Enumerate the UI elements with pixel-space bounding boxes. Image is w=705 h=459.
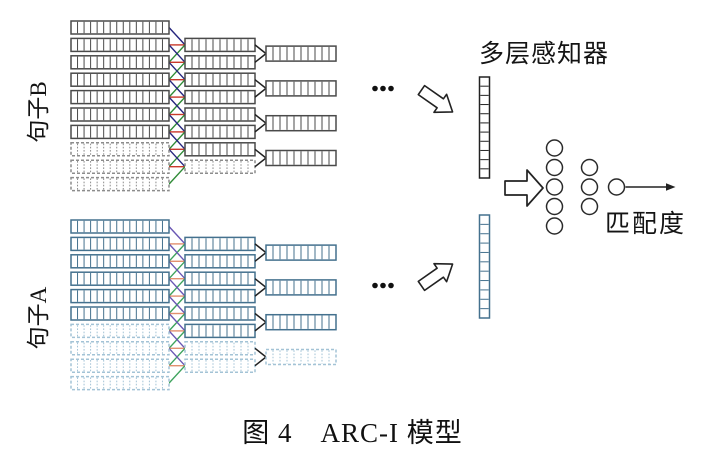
embedding-bar [70,176,170,192]
sentence-b-label: 句子B [26,81,51,143]
conv-feature-bar [184,323,256,339]
embedding-bar [70,219,170,234]
sentence-a-flow-arrow-icon [417,262,454,292]
mlp-title-label: 多层感知器 [479,41,610,68]
conv-feature-bar [184,89,256,105]
embedding-bar [70,37,170,53]
conv-feature-bar [184,271,256,286]
conv-feature-bar [184,306,256,321]
embedding-bar [70,159,170,174]
conv-feature-bar [184,107,256,122]
embedding-bar [70,288,170,304]
embedding-bar [70,341,170,356]
embedding-bar [70,89,170,105]
feature-vector [478,214,491,319]
conv-feature-bar [184,159,256,174]
mlp-input-arrow-icon [504,169,544,207]
embedding-bar [70,72,170,87]
pooled-bar [265,149,337,167]
conv-feature-bar [184,236,256,252]
match-score-label: 匹配度 [605,211,687,238]
conv-feature-bar [184,358,256,373]
sentence-a-ellipsis [372,282,394,289]
embedding-bar [70,358,170,373]
pooled-bar [265,80,337,97]
conv-feature-bar [184,341,256,356]
embedding-bar [70,306,170,321]
embedding-bar [70,124,170,140]
conv-feature-bar [184,142,256,157]
feature-vector [478,76,491,179]
pooled-bar [265,348,337,366]
sentence-b-flow-arrow-icon [417,84,454,114]
figure-caption: 图 4 ARC-I 模型 [242,418,463,448]
embedding-bar [70,55,170,70]
pooled-bar [265,114,337,132]
pooled-bar [265,45,337,62]
conv-feature-bar [184,124,256,140]
output-arrowhead-icon [666,183,676,191]
embedding-bar [70,107,170,122]
conv-feature-bar [184,55,256,70]
mlp-nodes [545,139,626,235]
embedding-bar [70,323,170,339]
sentence-b-ellipsis [372,85,394,92]
pooled-bar [265,244,337,261]
conv-feature-bar [184,72,256,87]
sentence-a-group [70,214,491,391]
embedding-bar [70,236,170,252]
embedding-bar [70,20,170,35]
embedding-bar [70,271,170,286]
pooled-bar [265,313,337,331]
conv-feature-bar [184,37,256,53]
sentence-a-label: 句子A [26,286,51,350]
conv-feature-bar [184,288,256,304]
embedding-bar [70,375,170,391]
pooled-bar [265,279,337,296]
sentence-b-group [70,20,491,192]
embedding-bar [70,142,170,157]
embedding-bar [70,254,170,269]
conv-feature-bar [184,254,256,269]
